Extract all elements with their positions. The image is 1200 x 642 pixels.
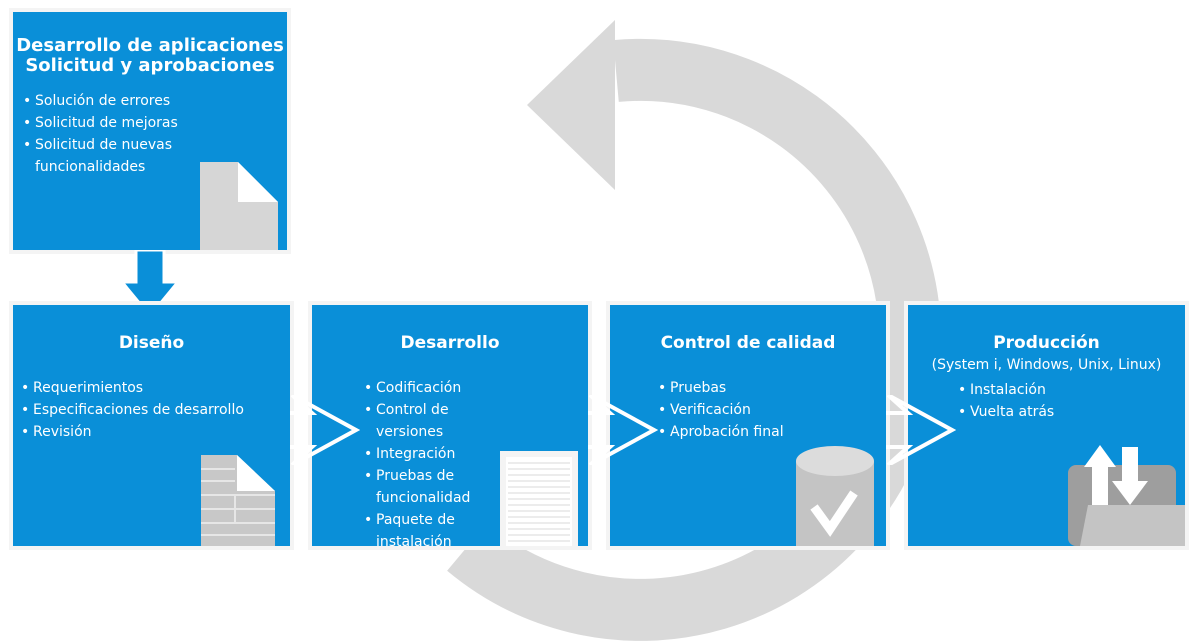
stage-quality-control: Control de calidad Pruebas Verificación … [610,305,886,546]
list-item: Pruebas [658,377,886,399]
cycle-arrowhead [527,20,615,190]
stage-design: Diseño Requerimientos Especificaciones d… [13,305,290,546]
stage-subtitle: (System i, Windows, Unix, Linux) [931,357,1162,373]
download-arrow-icon [1112,447,1148,505]
list-item: Verificación [658,399,886,421]
stage-development: Desarrollo Codificación Control de versi… [312,305,588,546]
upload-arrow-icon [1084,445,1116,505]
list-item: Solicitud de nuevas funcionalidades [23,134,203,178]
list-item: Codificación [364,377,504,399]
list-item: Vuelta atrás [958,401,1185,423]
list-item: Control de versiones [364,399,504,443]
down-arrow [120,250,180,319]
stage-title: Control de calidad [660,333,836,353]
database-check-icon [796,446,874,546]
list-item: Especificaciones de desarrollo [21,399,290,421]
list-item: Requerimientos [21,377,290,399]
list-item: Instalación [958,379,1185,401]
list-item: Solicitud de mejoras [23,112,203,134]
deploy-folder-icon [1068,445,1185,546]
stage-title: Diseño [118,333,185,353]
flow-arrow-2 [588,395,658,465]
flow-arrow-3 [886,395,956,465]
flow-arrow-1 [290,395,360,465]
list-item: Integración [364,443,504,465]
stage-title: Producción [993,333,1100,353]
list-item: Solución de errores [23,90,203,112]
spec-document-icon [201,455,275,546]
code-listing-icon [500,451,578,546]
stage-title: Desarrollo [400,333,500,353]
list-item: Pruebas de funcionalidad [364,465,504,509]
list-item: Paquete de instalación [364,509,504,546]
list-item: Aprobación final [658,421,886,443]
stage-production: Producción (System i, Windows, Unix, Lin… [908,305,1185,546]
document-icon [200,162,278,250]
list-item: Revisión [21,421,290,443]
